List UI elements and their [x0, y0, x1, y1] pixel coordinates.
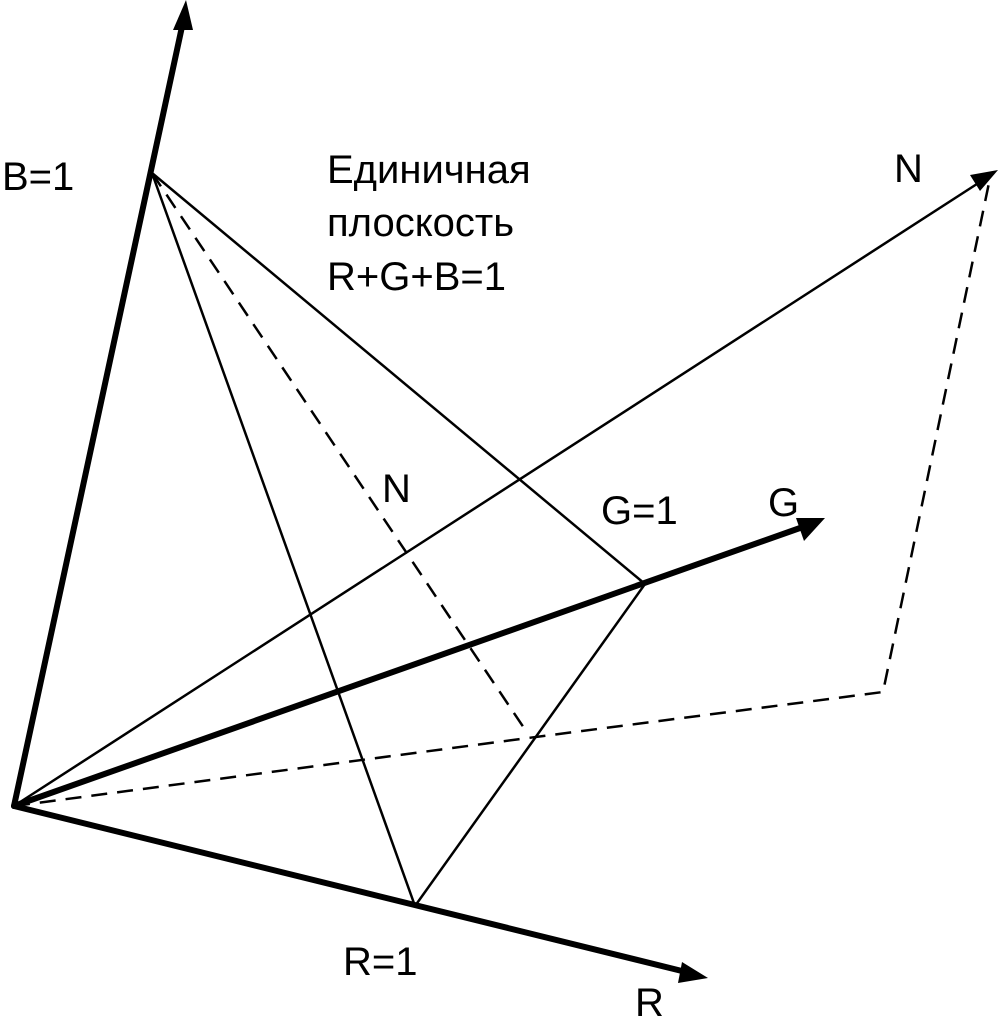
label-n-top: N: [894, 147, 923, 191]
edge-g-r: [413, 583, 647, 907]
dashed-b-to-plane-foot: [150, 172, 530, 735]
normal-vector: [13, 170, 998, 808]
r-axis-arrowhead: [678, 962, 708, 983]
label-n-mid: N: [382, 467, 411, 511]
g-axis: [11, 525, 803, 809]
g-axis-arrowhead: [796, 518, 825, 541]
title-line-1: Единичная: [327, 148, 531, 192]
axes: [11, 0, 825, 983]
label-r-equals-1: R=1: [343, 940, 418, 984]
title-line-3: R+G+B=1: [327, 255, 506, 299]
unit-plane-triangle: [150, 172, 647, 907]
r-axis: [11, 803, 689, 975]
b-axis: [11, 19, 186, 809]
n-vector-arrowhead: [970, 170, 998, 191]
dashed-construction: [13, 172, 992, 808]
label-r-axis: R: [635, 981, 664, 1019]
n-vector-line: [13, 180, 981, 808]
edge-b-r: [150, 172, 417, 907]
labels: B=1 G=1 R=1 G R N N Единичная плоскость …: [2, 147, 923, 1019]
b-axis-arrowhead: [173, 0, 193, 30]
label-b-equals-1: B=1: [2, 155, 74, 199]
label-g-equals-1: G=1: [601, 489, 678, 533]
title-line-2: плоскость: [327, 201, 514, 245]
edge-b-g: [151, 172, 646, 585]
label-g-axis: G: [768, 481, 799, 525]
